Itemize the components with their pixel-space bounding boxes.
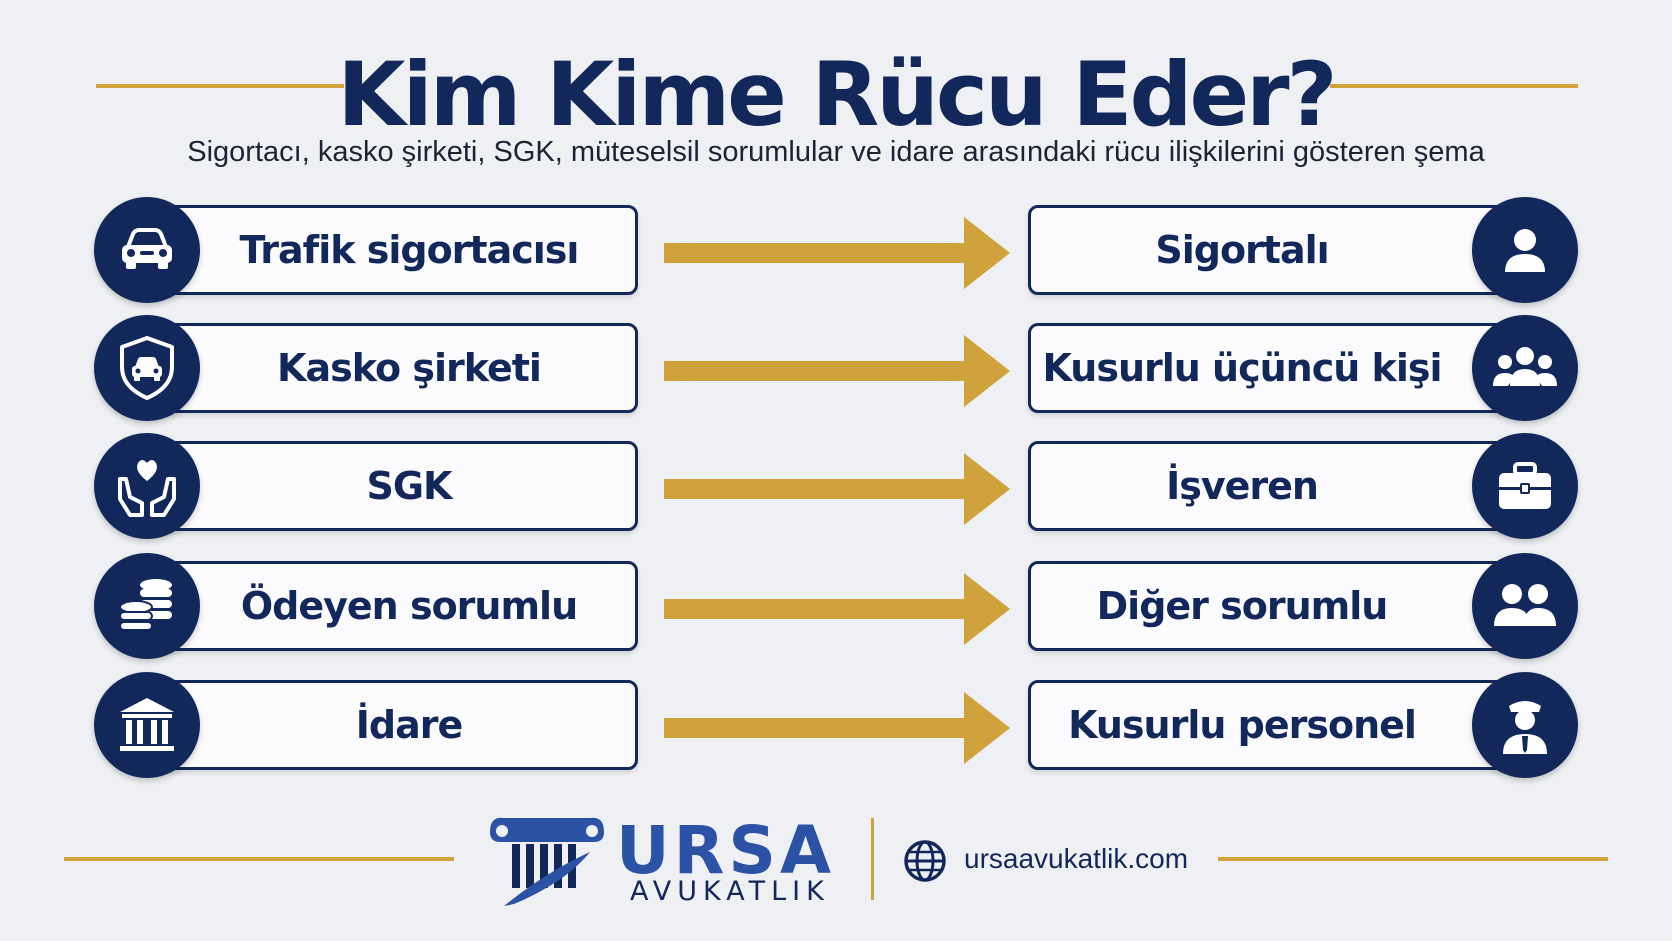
person-icon <box>1472 197 1578 303</box>
creditor-label: Trafik sigortacısı <box>239 228 580 272</box>
creditor-box: SGK <box>150 441 638 531</box>
title-left-rule <box>96 84 344 88</box>
relation-row: Ödeyen sorumlu Diğer sorumlu <box>0 553 1672 663</box>
debtor-label: Kusurlu personel <box>1068 703 1417 747</box>
debtor-box: Kusurlu üçüncü kişi <box>1028 323 1516 413</box>
relation-row: Kasko şirketi Kusurlu üçüncü kişi <box>0 315 1672 425</box>
rucu-arrow <box>664 217 1010 289</box>
debtor-label: Sigortalı <box>1155 228 1329 272</box>
creditor-label: Kasko şirketi <box>277 346 542 390</box>
creditor-label: İdare <box>355 703 464 747</box>
debtor-box: Diğer sorumlu <box>1028 561 1516 651</box>
group-icon <box>1472 315 1578 421</box>
brand-subtitle: AVUKATLIK <box>630 876 830 907</box>
car-icon <box>94 197 200 303</box>
hands-heart-icon <box>94 433 200 539</box>
rucu-arrow <box>664 573 1010 645</box>
officer-icon <box>1472 672 1578 778</box>
debtor-box: Kusurlu personel <box>1028 680 1516 770</box>
relation-row: Trafik sigortacısı Sigortalı <box>0 197 1672 307</box>
briefcase-icon <box>1472 433 1578 539</box>
page-title: Kim Kime Rücu Eder? <box>337 43 1337 146</box>
footer-separator <box>871 818 874 900</box>
relation-row: İdare Kusurlu personel <box>0 672 1672 782</box>
creditor-box: Ödeyen sorumlu <box>150 561 638 651</box>
debtor-label: Kusurlu üçüncü kişi <box>1042 346 1443 390</box>
debtor-box: Sigortalı <box>1028 205 1516 295</box>
globe-icon <box>904 840 946 882</box>
creditor-label: SGK <box>366 464 452 508</box>
page-subtitle: Sigortacı, kasko şirketi, SGK, müteselsi… <box>187 136 1485 168</box>
footer-right-rule <box>1218 857 1608 861</box>
creditor-label: Ödeyen sorumlu <box>240 584 578 628</box>
two-people-icon <box>1472 553 1578 659</box>
title-right-rule <box>1330 84 1578 88</box>
creditor-box: İdare <box>150 680 638 770</box>
rucu-arrow <box>664 335 1010 407</box>
shield-car-icon <box>94 315 200 421</box>
rucu-arrow <box>664 692 1010 764</box>
title-row: Kim Kime Rücu Eder? <box>0 22 1672 146</box>
debtor-label: Diğer sorumlu <box>1096 584 1389 628</box>
debtor-box: İşveren <box>1028 441 1516 531</box>
debtor-label: İşveren <box>1166 464 1319 508</box>
coins-icon <box>94 553 200 659</box>
government-building-icon <box>94 672 200 778</box>
creditor-box: Trafik sigortacısı <box>150 205 638 295</box>
brand-name: URSA <box>616 812 836 889</box>
footer-left-rule <box>64 857 454 861</box>
creditor-box: Kasko şirketi <box>150 323 638 413</box>
rucu-arrow <box>664 453 1010 525</box>
relation-row: SGK İşveren <box>0 433 1672 543</box>
website-link[interactable]: ursaavukatlik.com <box>964 843 1189 874</box>
column-pillar-icon <box>490 817 604 906</box>
